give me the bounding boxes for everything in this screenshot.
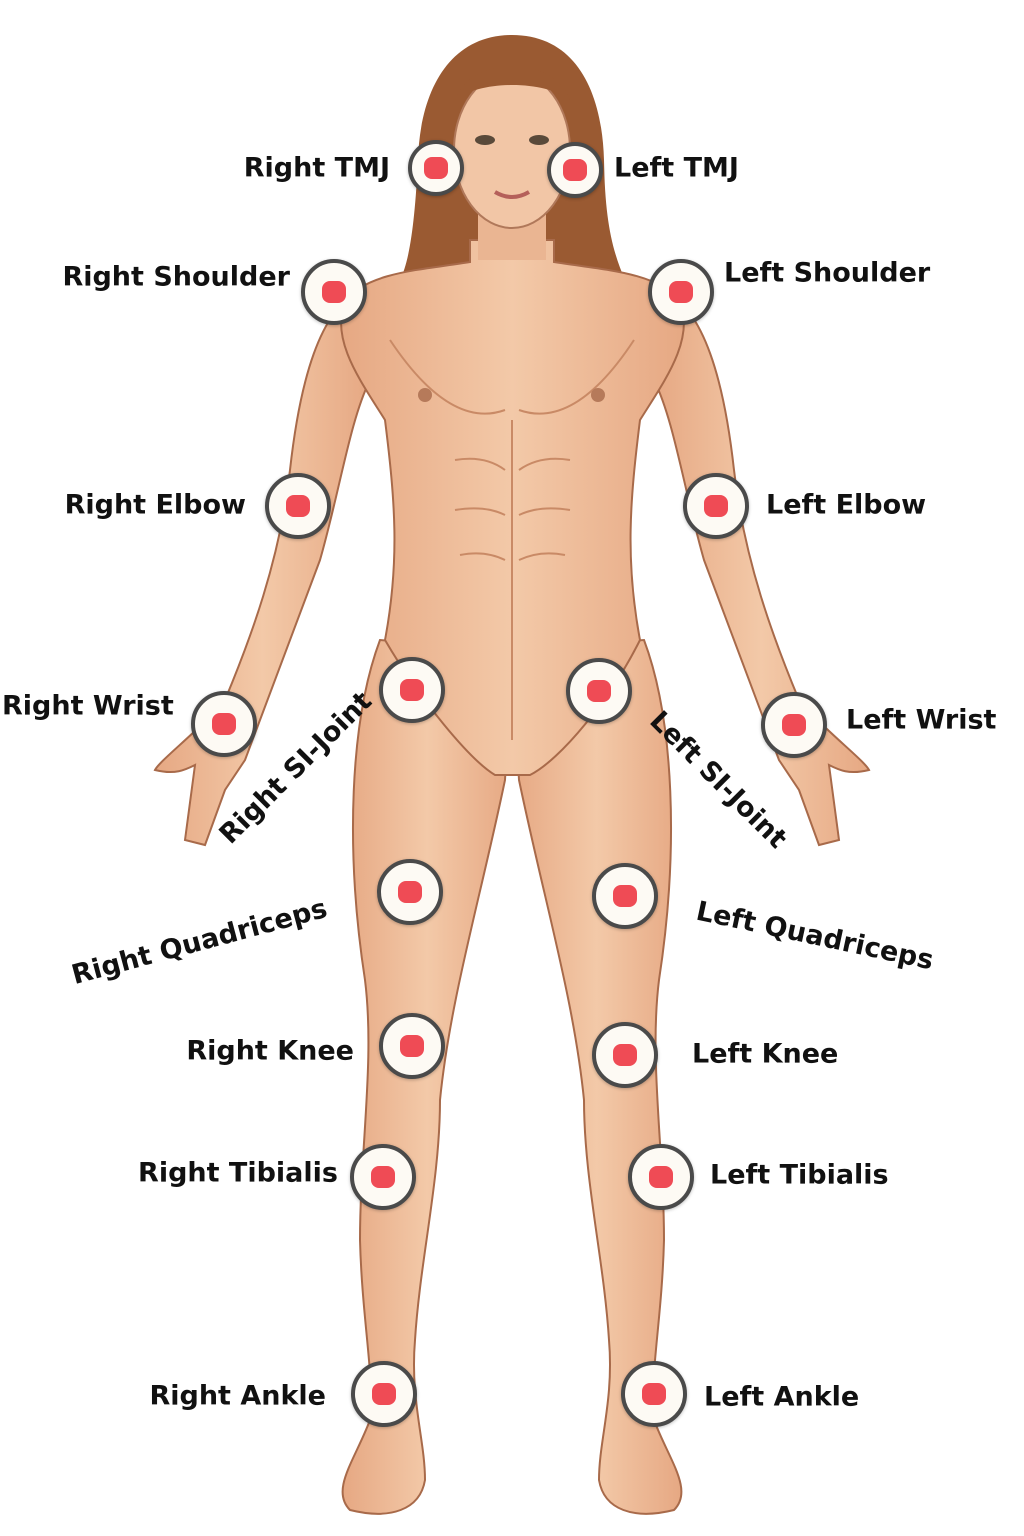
marker-dot [782,714,806,736]
label-right-tmj: Right TMJ [243,152,390,184]
right-arm [153,288,372,847]
marker-dot [563,159,587,181]
marker-dot [372,1383,396,1405]
label-right-ankle: Right Ankle [149,1380,326,1412]
label-left-elbow: Left Elbow [766,489,927,521]
label-left-tibialis: Left Tibialis [710,1159,889,1191]
label-left-ankle: Left Ankle [704,1381,860,1413]
label-left-tmj: Left TMJ [614,152,739,184]
right-leg [341,638,514,1515]
marker-right-tibialis[interactable] [350,1144,416,1210]
label-right-elbow: Right Elbow [64,489,246,521]
marker-dot [704,495,728,517]
marker-right-tmj[interactable] [408,140,464,196]
marker-left-tmj[interactable] [547,142,603,198]
label-left-shoulder: Left Shoulder [724,257,931,289]
head [453,71,571,229]
marker-dot [613,1044,637,1066]
marker-dot [371,1166,395,1188]
marker-right-ankle[interactable] [351,1361,417,1427]
label-left-wrist: Left Wrist [846,704,997,736]
left-leg [510,638,683,1515]
label-right-tibialis: Right Tibialis [138,1157,338,1189]
marker-dot [669,281,693,303]
label-right-shoulder: Right Shoulder [62,261,290,293]
marker-left-elbow[interactable] [683,473,749,539]
label-right-knee: Right Knee [186,1035,354,1067]
abdominal-lines [389,339,635,740]
label-right-wrist: Right Wrist [2,690,174,722]
marker-right-si-joint[interactable] [379,657,445,723]
marker-right-knee[interactable] [379,1013,445,1079]
marker-dot [322,281,346,303]
marker-dot [212,713,236,735]
marker-left-si-joint[interactable] [566,658,632,724]
marker-dot [400,679,424,701]
marker-dot [286,495,310,517]
marker-left-shoulder[interactable] [648,259,714,325]
marker-right-quadriceps[interactable] [377,859,443,925]
marker-dot [400,1035,424,1057]
marker-dot [398,881,422,903]
marker-dot [424,157,448,179]
marker-dot [642,1383,666,1405]
marker-left-quadriceps[interactable] [592,863,658,929]
marker-dot [613,885,637,907]
marker-left-ankle[interactable] [621,1361,687,1427]
marker-left-wrist[interactable] [761,692,827,758]
marker-right-wrist[interactable] [191,691,257,757]
left-arm [652,288,871,847]
marker-dot [587,680,611,702]
marker-left-knee[interactable] [592,1022,658,1088]
marker-right-elbow[interactable] [265,473,331,539]
marker-left-tibialis[interactable] [628,1144,694,1210]
label-left-knee: Left Knee [692,1038,839,1070]
marker-right-shoulder[interactable] [301,259,367,325]
marker-dot [649,1166,673,1188]
